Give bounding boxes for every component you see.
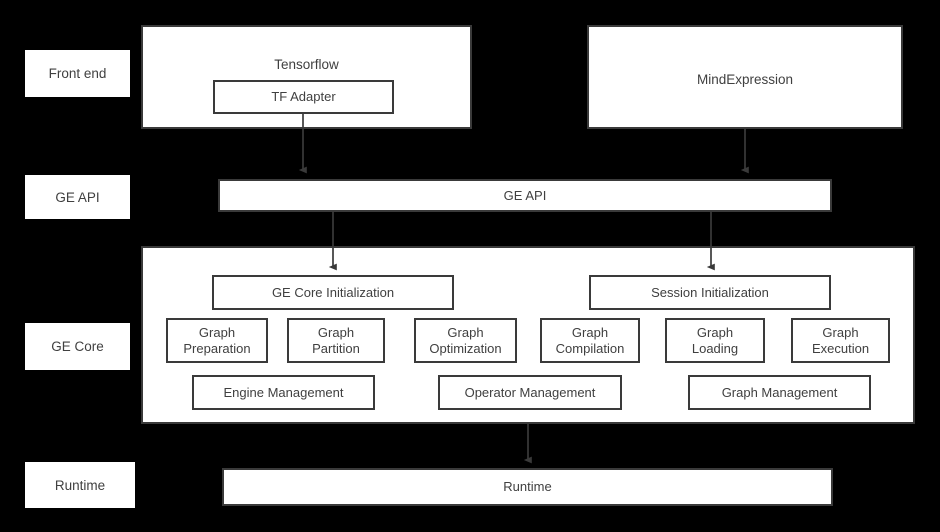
ge-core-initialization-box[interactable]: GE Core Initialization — [212, 275, 454, 310]
tf-adapter-label: TF Adapter — [271, 89, 336, 105]
session-initialization-label: Session Initialization — [651, 284, 769, 300]
graph-compilation-label: Graph Compilation — [555, 324, 625, 356]
mindexpression-group[interactable]: MindExpression — [587, 25, 903, 129]
graph-execution-label: Graph Execution — [811, 324, 870, 356]
layer-label-front-end: Front end — [25, 50, 130, 97]
layer-label-ge-api: GE API — [25, 175, 130, 219]
graph-preparation-box[interactable]: Graph Preparation — [166, 318, 268, 363]
graph-preparation-label: Graph Preparation — [183, 324, 251, 356]
graph-partition-label: Graph Partition — [312, 324, 360, 356]
graph-management-label: Graph Management — [721, 384, 838, 400]
layer-label-front-end-text: Front end — [48, 66, 107, 81]
operator-management-box[interactable]: Operator Management — [438, 375, 622, 410]
layer-label-runtime: Runtime — [25, 462, 135, 508]
engine-management-label: Engine Management — [223, 384, 344, 400]
session-initialization-box[interactable]: Session Initialization — [589, 275, 831, 310]
runtime-bar[interactable]: Runtime — [222, 468, 833, 506]
ge-core-initialization-label: GE Core Initialization — [271, 284, 395, 300]
layer-label-ge-core-text: GE Core — [51, 339, 104, 354]
runtime-bar-label: Runtime — [503, 479, 552, 495]
graph-optimization-box[interactable]: Graph Optimization — [414, 318, 517, 363]
mindexpression-title: MindExpression — [696, 72, 794, 87]
tf-adapter-box[interactable]: TF Adapter — [213, 80, 394, 114]
graph-optimization-label: Graph Optimization — [429, 324, 502, 356]
layer-label-ge-core: GE Core — [25, 323, 130, 370]
layer-label-runtime-text: Runtime — [54, 477, 106, 493]
engine-management-box[interactable]: Engine Management — [192, 375, 375, 410]
graph-loading-label: Graph Loading — [691, 324, 739, 356]
layer-label-ge-api-text: GE API — [55, 189, 100, 205]
graph-management-box[interactable]: Graph Management — [688, 375, 871, 410]
graph-execution-box[interactable]: Graph Execution — [791, 318, 890, 363]
graph-compilation-box[interactable]: Graph Compilation — [540, 318, 640, 363]
operator-management-label: Operator Management — [464, 384, 596, 400]
graph-loading-box[interactable]: Graph Loading — [665, 318, 765, 363]
ge-api-bar[interactable]: GE API — [218, 179, 832, 212]
ge-api-bar-label: GE API — [503, 187, 547, 203]
tensorflow-title: Tensorflow — [274, 57, 339, 72]
graph-partition-box[interactable]: Graph Partition — [287, 318, 385, 363]
